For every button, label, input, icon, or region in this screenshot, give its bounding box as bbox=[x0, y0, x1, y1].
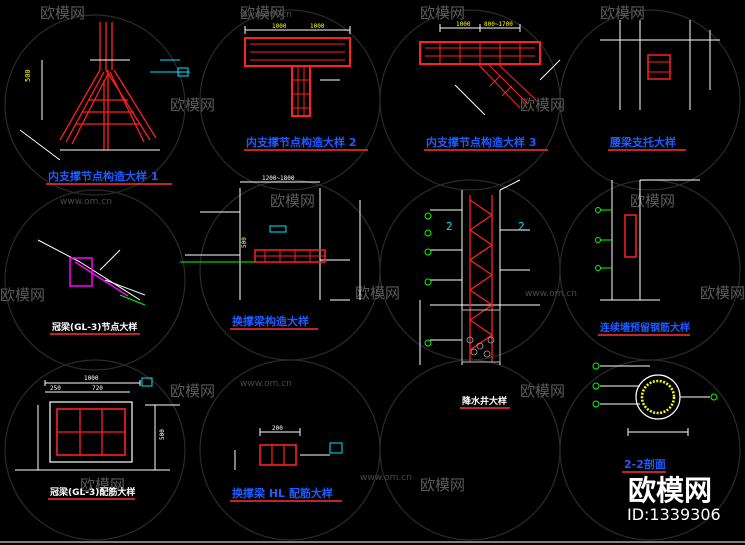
section-mark-left: 2 bbox=[446, 220, 453, 233]
wm-brand: 欧模网 bbox=[520, 96, 565, 114]
wm-brand: 欧模网 bbox=[170, 96, 215, 114]
wm-brand: 欧模网 bbox=[630, 192, 675, 210]
watermark-texts: 欧模网 欧模网 欧模网 欧模网 欧模网 欧模网 欧模网 欧模网 欧模网 欧模网 … bbox=[0, 4, 745, 494]
watermark-sites: www.om.cn www.om.cn www.om.cn www.om.cn … bbox=[60, 10, 577, 483]
wm-badge-id: ID:1339306 bbox=[627, 505, 721, 524]
panel-strut-node-1: 500 内支撑节点构造大样 1 bbox=[19, 22, 190, 185]
wm-site: www.om.cn bbox=[525, 289, 577, 299]
dim-label: 200 bbox=[272, 425, 283, 432]
wm-brand: 欧模网 bbox=[700, 284, 745, 302]
title-crown-beam-rebar: 冠梁(GL-3)配筋大样 bbox=[50, 486, 135, 498]
title-transfer-beam: 换撑梁构造大样 bbox=[232, 314, 309, 328]
wm-brand: 欧模网 bbox=[170, 382, 215, 400]
title-strut-node-1: 内支撑节点构造大样 1 bbox=[48, 169, 158, 183]
panel-strut-node-3: 1000 800~1700 内支撑节点构造大样 3 bbox=[419, 21, 561, 151]
panel-transfer-beam-hl-rebar: 200 换撑梁 HL 配筋大样 bbox=[230, 425, 343, 502]
wm-brand: 欧模网 bbox=[40, 4, 85, 22]
wm-brand: 欧模网 bbox=[420, 476, 465, 494]
panel-diaphragm-wall-rebar: 连续墙预留钢筋大样 bbox=[595, 179, 700, 336]
title-transfer-beam-hl-rebar: 换撑梁 HL 配筋大样 bbox=[232, 486, 333, 500]
title-diaphragm-wall-rebar: 连续墙预留钢筋大样 bbox=[600, 321, 690, 334]
dim-label: 720 bbox=[92, 385, 103, 392]
dim-label: 1000 bbox=[310, 23, 325, 30]
dim-label: 500 bbox=[241, 237, 248, 248]
wm-brand: 欧模网 bbox=[520, 382, 565, 400]
dim-label: 250 bbox=[50, 385, 61, 392]
title-crown-beam-node: 冠梁(GL-3)节点大样 bbox=[52, 321, 137, 333]
wm-site: www.om.cn bbox=[240, 379, 292, 389]
wm-brand: 欧模网 bbox=[600, 4, 645, 22]
panel-strut-node-2: 1000 1000 内支撑节点构造大样 2 bbox=[244, 23, 368, 151]
panel-dewatering-well: 2 2 降水井大样 bbox=[419, 179, 540, 409]
dim-label: 1000 bbox=[272, 23, 287, 30]
title-strut-node-2: 内支撑节点构造大样 2 bbox=[246, 135, 356, 149]
wm-site: www.om.cn bbox=[240, 10, 292, 20]
title-waist-beam-bracket: 腰梁支托大样 bbox=[609, 135, 676, 149]
wm-brand: 欧模网 bbox=[0, 286, 45, 304]
panel-waist-beam-bracket: 腰梁支托大样 bbox=[600, 20, 720, 151]
dim-label: 1000 bbox=[456, 21, 471, 28]
wm-brand: 欧模网 bbox=[355, 284, 400, 302]
dim-label: 500 bbox=[159, 429, 166, 440]
wm-site: www.om.cn bbox=[360, 473, 412, 483]
title-strut-node-3: 内支撑节点构造大样 3 bbox=[426, 135, 536, 149]
watermark-badge: 欧模网 ID:1339306 bbox=[627, 474, 721, 524]
section-mark-right: 2 bbox=[518, 220, 525, 233]
dim-label: 800~1700 bbox=[484, 21, 513, 28]
wm-brand: 欧模网 bbox=[270, 192, 315, 210]
wm-site: www.om.cn bbox=[60, 197, 112, 207]
dim-label: 1000 bbox=[84, 375, 99, 382]
dim-label: 500 bbox=[24, 69, 32, 82]
dim-label: 1200~1800 bbox=[262, 175, 295, 182]
wm-brand: 欧模网 bbox=[80, 476, 125, 494]
wm-brand: 欧模网 bbox=[240, 4, 285, 22]
panel-transfer-beam: 1200~1800 500 换撑梁构造大样 bbox=[180, 175, 361, 330]
panel-crown-beam-rebar: 1000 250 720 500 冠梁(GL-3)配筋大样 bbox=[15, 375, 180, 500]
panel-section-2-2: 2-2剖面 bbox=[592, 362, 718, 473]
title-dewatering-well: 降水井大样 bbox=[462, 395, 507, 407]
wm-brand: 欧模网 bbox=[420, 4, 465, 22]
panel-crown-beam-node: 冠梁(GL-3)节点大样 bbox=[37, 239, 146, 335]
wm-badge-brand: 欧模网 bbox=[628, 474, 712, 507]
title-section-2-2: 2-2剖面 bbox=[624, 457, 666, 471]
